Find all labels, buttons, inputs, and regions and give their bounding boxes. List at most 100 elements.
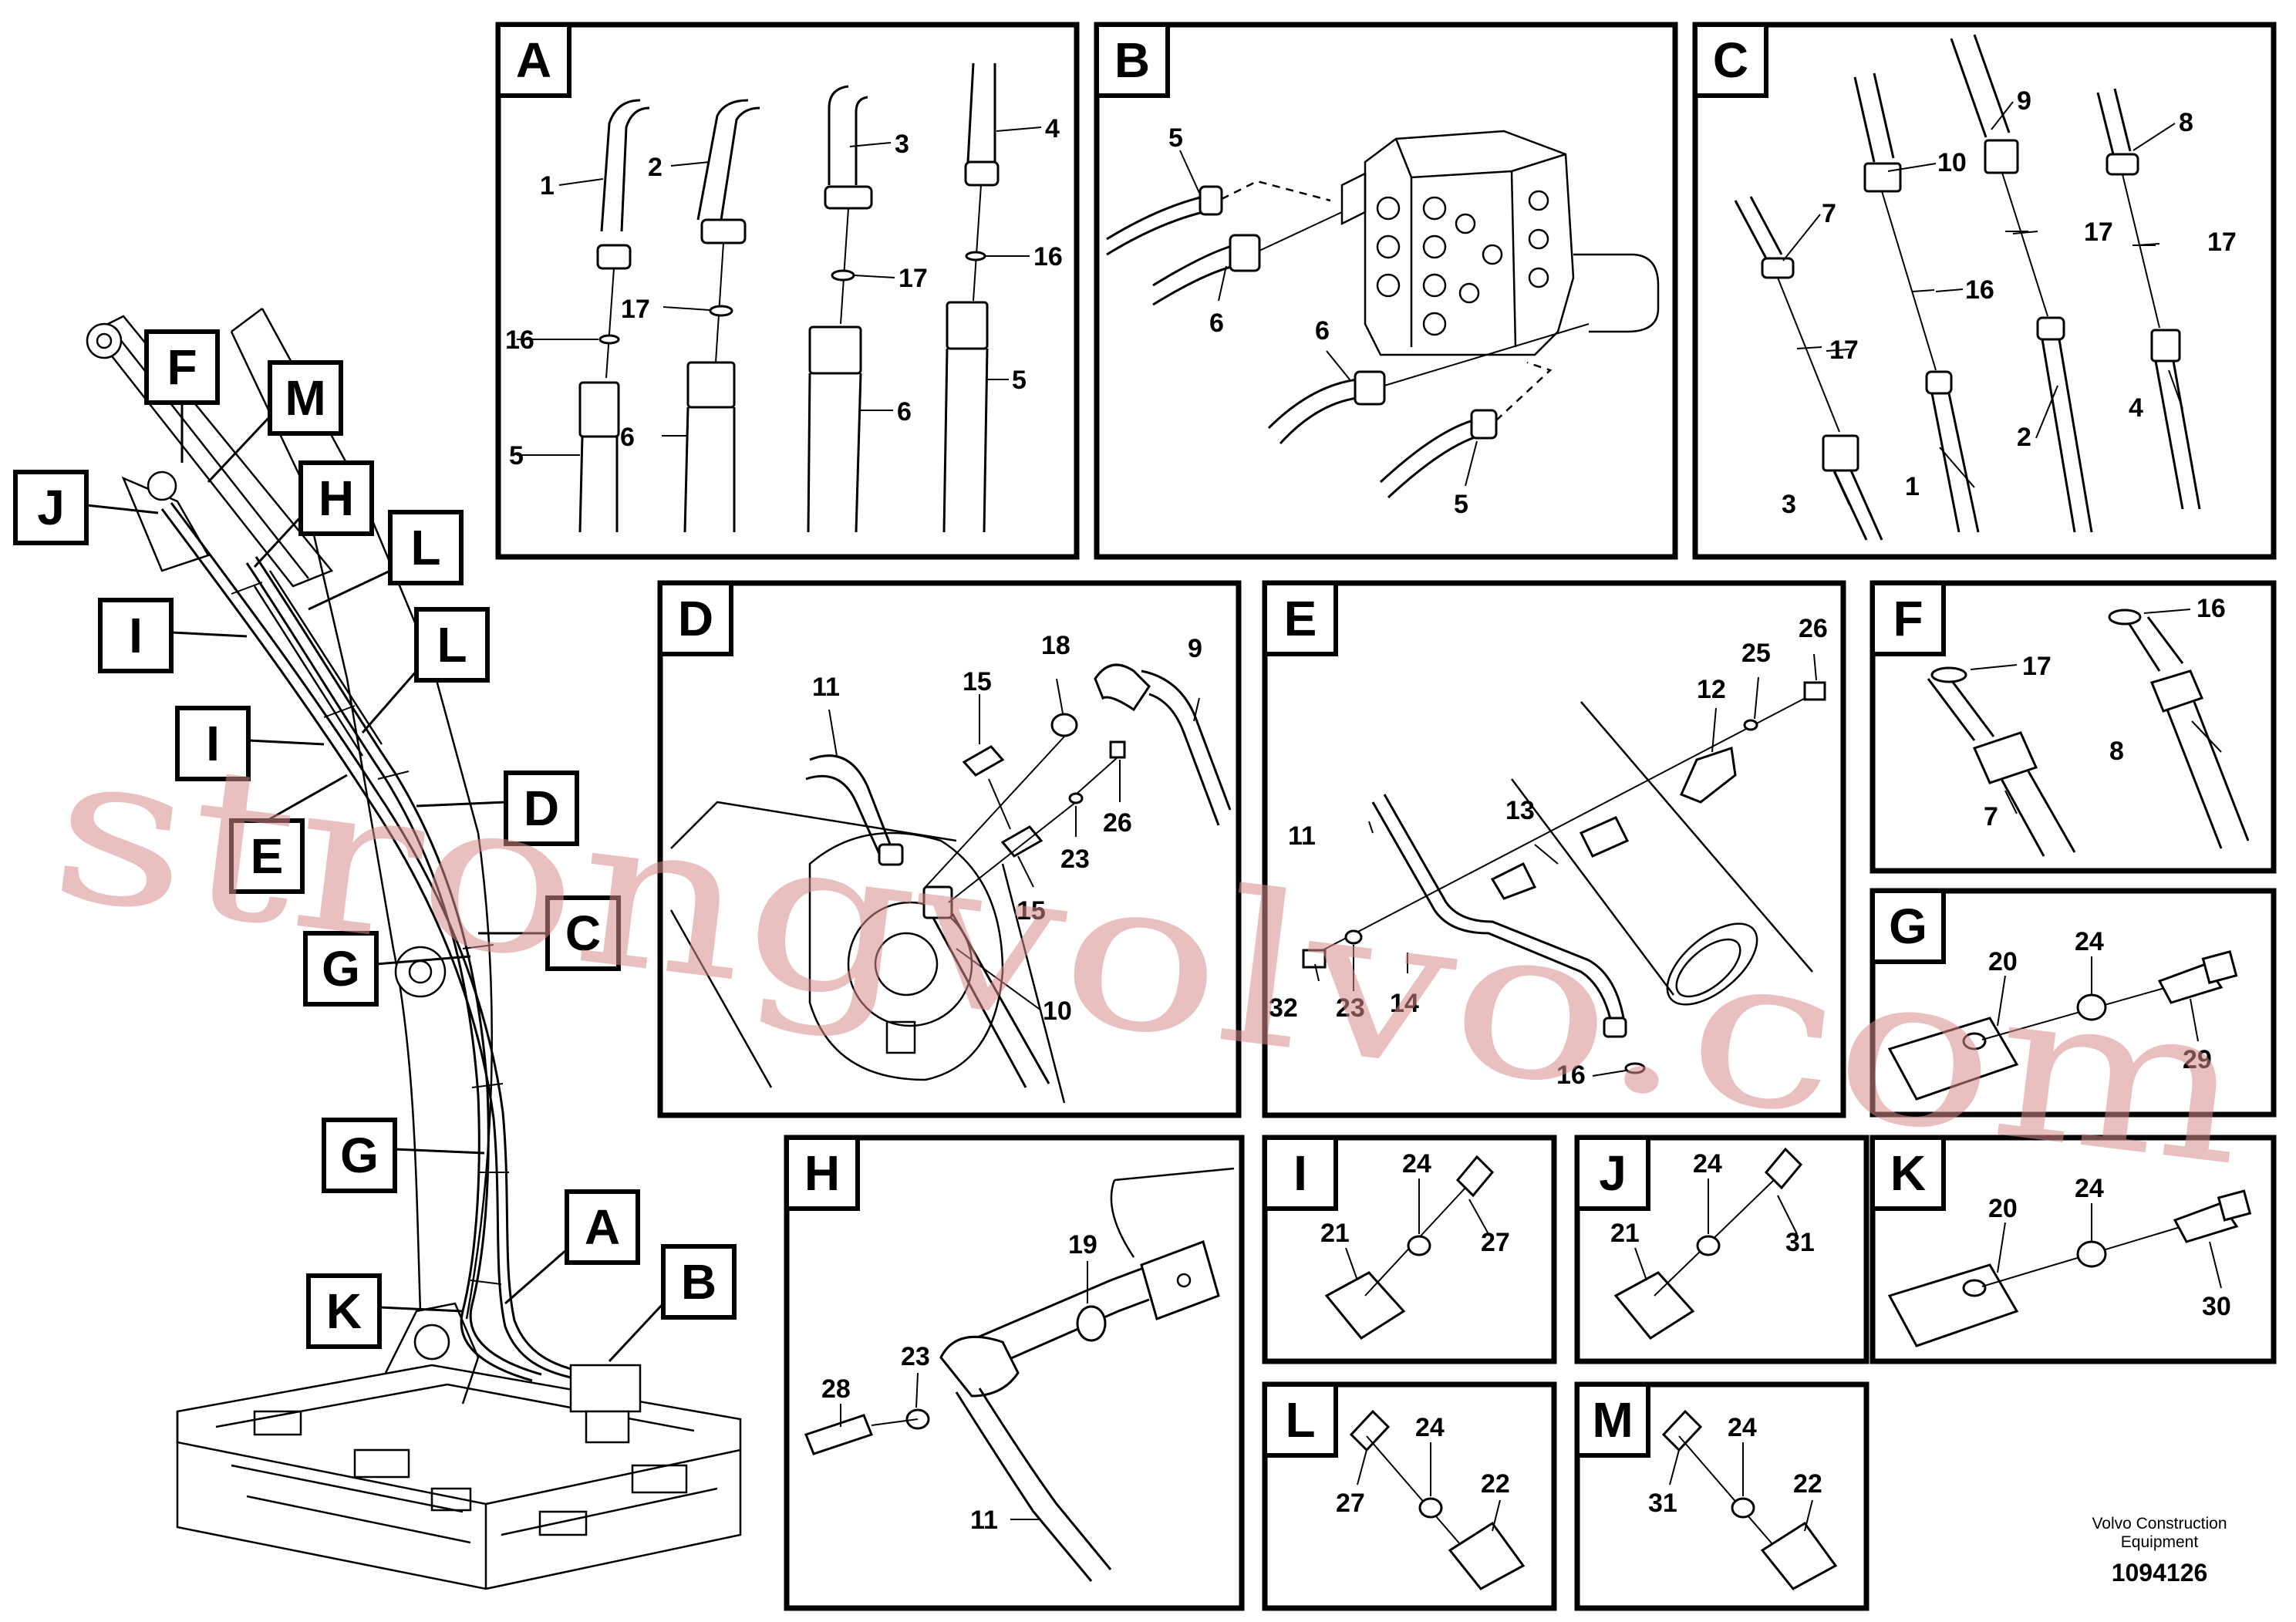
svg-text:21: 21 [1610,1219,1640,1248]
svg-text:13: 13 [1505,796,1535,825]
svg-text:24: 24 [2075,927,2104,956]
svg-text:23: 23 [901,1342,930,1371]
panel-M: M 24 31 22 [1574,1381,1870,1611]
svg-text:B: B [1114,32,1150,88]
footer: Volvo Construction Equipment 1094126 [2092,1515,2227,1587]
panel-F: F 17 16 8 7 [1870,580,2277,874]
svg-text:21: 21 [1320,1219,1350,1248]
svg-text:14: 14 [1390,989,1419,1018]
overview-label-F: F [144,329,220,463]
svg-text:D: D [678,591,713,646]
overview-label-K: K [306,1273,464,1349]
svg-text:30: 30 [2202,1292,2231,1321]
svg-text:26: 26 [1799,614,1828,643]
svg-text:D: D [524,781,559,836]
svg-text:8: 8 [2109,737,2124,766]
overview-label-A: A [504,1189,640,1305]
svg-text:17: 17 [621,295,650,324]
svg-text:31: 31 [1648,1489,1677,1518]
svg-text:H: H [319,470,354,526]
svg-text:15: 15 [963,667,992,696]
svg-text:5: 5 [1168,123,1183,153]
svg-text:K: K [326,1283,362,1339]
svg-text:27: 27 [1336,1489,1365,1518]
overview-label-E: E [229,774,348,894]
svg-text:2: 2 [648,153,663,182]
overview-machine [86,308,742,1590]
svg-text:G: G [1889,899,1927,954]
svg-text:10: 10 [1043,996,1072,1026]
panel-I: I 24 21 27 [1262,1135,1557,1364]
svg-text:17: 17 [899,264,928,293]
svg-text:E: E [251,828,284,884]
svg-text:11: 11 [1288,821,1316,851]
overview-label-G-mid: G [303,931,471,1007]
svg-text:9: 9 [2017,86,2031,116]
svg-text:27: 27 [1481,1228,1510,1257]
svg-text:16: 16 [1033,242,1063,271]
svg-text:K: K [1890,1145,1926,1201]
svg-text:I: I [129,608,143,663]
document-number: 1094126 [2112,1559,2208,1587]
panel-J: J 24 21 31 [1574,1135,1870,1364]
svg-text:H: H [804,1145,840,1201]
svg-text:22: 22 [1793,1469,1822,1499]
svg-text:28: 28 [821,1374,851,1404]
overview-label-B: B [608,1244,737,1363]
svg-text:24: 24 [1402,1149,1431,1179]
svg-text:7: 7 [1822,199,1836,228]
svg-text:25: 25 [1741,639,1771,668]
svg-text:23: 23 [1060,845,1090,874]
overview-label-H: H [253,460,374,568]
svg-text:6: 6 [620,423,635,452]
svg-text:16: 16 [2197,594,2226,623]
panel-D: D 11 15 18 9 26 23 15 10 [657,580,1242,1118]
panel-A: A 1 2 3 4 16 17 17 [495,22,1080,560]
overview-label-G-low: G [322,1118,485,1193]
svg-text:32: 32 [1269,993,1298,1023]
svg-text:3: 3 [1782,490,1796,519]
svg-text:17: 17 [2022,652,2052,681]
svg-text:C: C [565,905,601,961]
svg-text:16: 16 [505,325,534,355]
svg-text:17: 17 [2084,218,2113,247]
svg-text:23: 23 [1336,993,1365,1023]
svg-text:B: B [681,1254,716,1310]
panel-C: C 9 8 10 7 17 17 16 17 2 [1692,22,2277,560]
brand-line-1: Volvo Construction [2092,1515,2227,1533]
panel-G: G 20 24 29 [1870,888,2277,1118]
panel-L: L 24 27 22 [1262,1381,1557,1611]
svg-text:11: 11 [970,1506,998,1535]
svg-text:M: M [1592,1392,1633,1448]
svg-text:24: 24 [1415,1413,1445,1442]
svg-text:J: J [1599,1145,1627,1201]
svg-text:19: 19 [1068,1230,1097,1259]
panel-K: K 20 24 30 [1870,1135,2277,1364]
svg-text:6: 6 [1209,309,1224,338]
svg-text:12: 12 [1697,675,1726,704]
svg-text:4: 4 [2129,393,2143,423]
svg-text:6: 6 [1315,316,1330,346]
svg-text:24: 24 [1728,1413,1757,1442]
panel-E: E 12 25 26 13 11 32 23 14 16 [1262,580,1846,1118]
svg-text:6: 6 [897,397,912,427]
svg-text:16: 16 [1556,1061,1586,1090]
svg-text:3: 3 [895,130,909,159]
svg-text:7: 7 [1984,802,1998,831]
svg-text:L: L [1285,1392,1315,1448]
svg-text:C: C [1713,32,1748,88]
overview-label-M: M [207,360,343,484]
svg-text:L: L [437,617,467,673]
svg-text:E: E [1284,591,1317,646]
overview-label-I-top: I [98,598,248,673]
svg-text:M: M [285,370,325,426]
svg-text:I: I [1293,1145,1307,1201]
svg-text:29: 29 [2183,1045,2212,1074]
svg-text:18: 18 [1041,631,1070,660]
svg-text:2: 2 [2017,423,2031,452]
overview-label-I-mid: I [175,706,325,781]
svg-text:5: 5 [509,441,524,470]
svg-text:J: J [37,480,65,535]
svg-text:20: 20 [1988,947,2018,976]
